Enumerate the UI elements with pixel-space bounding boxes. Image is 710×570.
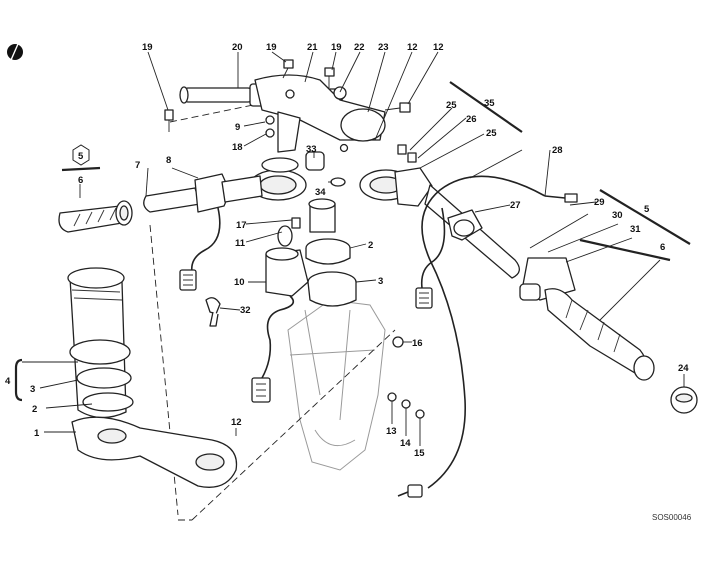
right-clip-on-bar bbox=[359, 167, 520, 279]
callout-22: 22 bbox=[354, 42, 365, 53]
frame-ghost-outline bbox=[287, 299, 386, 471]
callout-2-left: 2 bbox=[32, 404, 37, 415]
callout-8: 8 bbox=[166, 155, 171, 166]
callout-28: 28 bbox=[552, 145, 563, 156]
callout-25-a: 25 bbox=[446, 100, 457, 111]
callout-29: 29 bbox=[594, 197, 605, 208]
callout-26: 26 bbox=[466, 114, 477, 125]
callout-19-c: 19 bbox=[331, 42, 342, 53]
left-switch-wiring bbox=[179, 207, 221, 291]
callout-3-left: 3 bbox=[30, 384, 35, 395]
bar-end-weight bbox=[670, 386, 698, 414]
callout-35: 35 bbox=[484, 98, 495, 109]
corner-mark-icon bbox=[7, 43, 23, 61]
callout-10: 10 bbox=[234, 277, 245, 288]
lower-bolts bbox=[387, 336, 425, 446]
callout-2-right: 2 bbox=[368, 240, 373, 251]
left-clip-on-bar bbox=[143, 157, 307, 213]
callout-14: 14 bbox=[400, 438, 411, 449]
callout-6-right: 6 bbox=[660, 242, 665, 253]
throttle-cable bbox=[397, 175, 578, 498]
callout-21: 21 bbox=[307, 42, 318, 53]
callout-23: 23 bbox=[378, 42, 389, 53]
hexagon-marker-icon bbox=[72, 144, 90, 166]
top-clamp-bracket bbox=[254, 74, 386, 153]
callout-30: 30 bbox=[612, 210, 623, 221]
callout-18: 18 bbox=[232, 142, 243, 153]
callout-13: 13 bbox=[386, 426, 397, 437]
callout-12-bottom: 12 bbox=[231, 417, 242, 428]
callout-34: 34 bbox=[315, 187, 326, 198]
ignition-key bbox=[205, 297, 221, 327]
callout-7: 7 bbox=[135, 160, 140, 171]
right-switch-wiring bbox=[415, 207, 446, 309]
top-bushes bbox=[305, 198, 357, 307]
callout-6-left: 6 bbox=[78, 175, 83, 186]
callout-12-top-a: 12 bbox=[407, 42, 418, 53]
callout-33: 33 bbox=[306, 144, 317, 155]
group-brackets bbox=[14, 81, 691, 402]
callout-12-top-b: 12 bbox=[433, 42, 444, 53]
throttle-assembly bbox=[519, 257, 655, 381]
steering-stem bbox=[67, 267, 238, 488]
top-bolts bbox=[164, 59, 417, 163]
callout-5-left: 5 bbox=[78, 151, 84, 162]
callout-31: 31 bbox=[630, 224, 641, 235]
leader-lines bbox=[39, 51, 685, 436]
callout-25-b: 25 bbox=[486, 128, 497, 139]
callout-19-a: 19 bbox=[142, 42, 153, 53]
callout-17: 17 bbox=[236, 220, 247, 231]
callout-19-b: 19 bbox=[266, 42, 277, 53]
callout-3-right: 3 bbox=[378, 276, 383, 287]
callout-1: 1 bbox=[34, 428, 40, 439]
callout-24: 24 bbox=[678, 363, 689, 374]
callout-15: 15 bbox=[414, 448, 425, 459]
callout-16: 16 bbox=[412, 338, 423, 349]
callout-11: 11 bbox=[235, 238, 246, 249]
plug-caps bbox=[305, 151, 346, 187]
callout-labels: 19 20 19 21 19 22 23 12 12 35 25 26 25 2… bbox=[5, 42, 692, 522]
ignition-switch bbox=[251, 217, 309, 403]
callout-5-right: 5 bbox=[644, 204, 650, 215]
callout-4: 4 bbox=[5, 376, 11, 387]
callout-9: 9 bbox=[235, 122, 240, 133]
callout-20: 20 bbox=[232, 42, 243, 53]
callout-32: 32 bbox=[240, 305, 251, 316]
drawing-code: SOS00046 bbox=[652, 513, 692, 522]
left-grip bbox=[58, 200, 133, 233]
callout-27: 27 bbox=[510, 200, 521, 211]
